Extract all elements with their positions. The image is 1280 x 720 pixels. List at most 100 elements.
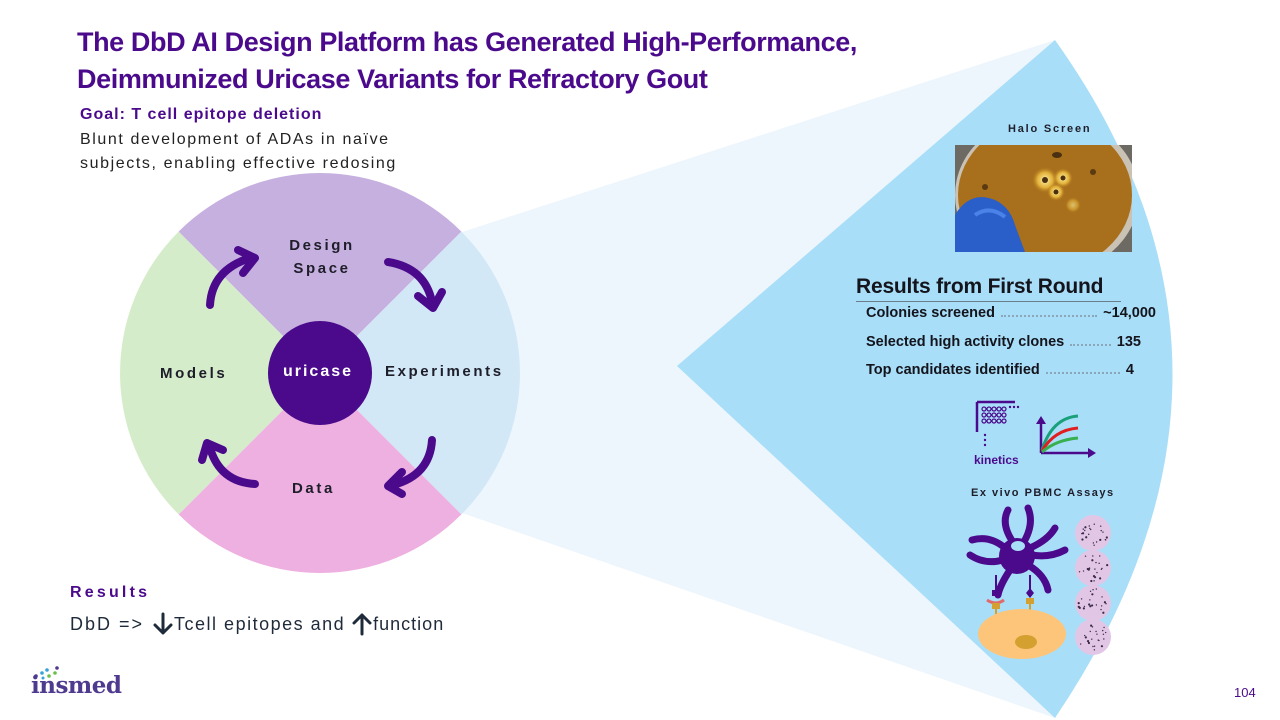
- elispot-spot: [1102, 633, 1105, 635]
- elispot-spot: [1092, 542, 1095, 544]
- elispot-spot: [1084, 555, 1087, 557]
- cycle-diagram: [120, 173, 520, 573]
- first-round-row: Top candidates identified 4: [866, 362, 1134, 378]
- elispot-wells-icon: [1075, 515, 1111, 655]
- elispot-spot: [1091, 638, 1093, 640]
- elispot-spot: [1102, 531, 1104, 533]
- row-label: Top candidates identified: [866, 362, 1040, 378]
- leader-dots: [1045, 372, 1120, 374]
- elispot-spot: [1088, 567, 1090, 569]
- elispot-spot: [1088, 525, 1090, 527]
- elispot-spot: [1095, 588, 1098, 590]
- elispot-spot: [1090, 624, 1093, 627]
- elispot-spot: [1086, 567, 1089, 571]
- halo-screen-label: Halo Screen: [1008, 123, 1092, 135]
- page-number: 104: [1234, 685, 1256, 700]
- elispot-spot: [1093, 649, 1096, 651]
- row-value: 135: [1116, 334, 1141, 350]
- elispot-spot: [1093, 580, 1095, 582]
- quadrant-experiments: [320, 231, 520, 515]
- elispot-spot: [1084, 529, 1086, 532]
- elispot-spot: [1082, 607, 1085, 610]
- elispot-spot: [1103, 638, 1105, 640]
- elispot-spot: [1098, 562, 1100, 565]
- elispot-spot: [1100, 645, 1104, 648]
- elispot-spot: [1089, 605, 1092, 608]
- elispot-spot: [1091, 604, 1094, 607]
- insmed-logo: insmed: [31, 672, 122, 699]
- arrow-design-to-experiments-icon: [384, 258, 446, 312]
- arrow-experiments-to-data-icon: [384, 436, 436, 498]
- insmed-logo-dots-icon: [34, 666, 59, 680]
- elispot-spot: [1098, 639, 1100, 642]
- elispot-spot: [1094, 568, 1096, 570]
- row-value: 4: [1125, 362, 1134, 378]
- title-line-2: Deimmunized Uricase Variants for Refract…: [77, 64, 708, 94]
- elispot-spot: [1095, 561, 1097, 564]
- t-cell-icon: [978, 598, 1066, 659]
- quadrant-models: [120, 231, 321, 515]
- elispot-spot: [1100, 605, 1103, 607]
- elispot-spot: [1093, 523, 1095, 525]
- elispot-spot: [1083, 605, 1086, 608]
- elispot-spot: [1099, 538, 1102, 541]
- kinetics-icon: [975, 400, 1096, 458]
- elispot-spot: [1093, 544, 1095, 546]
- elispot-spot: [1089, 590, 1092, 592]
- elispot-spot: [1082, 570, 1085, 572]
- elispot-spot: [1085, 536, 1088, 539]
- elispot-spot: [1081, 538, 1084, 541]
- elispot-spot: [1082, 528, 1084, 530]
- elispot-spot: [1078, 606, 1081, 609]
- halo-screen-photo: [955, 145, 1132, 252]
- leader-dots: [1070, 344, 1111, 346]
- center-circle: [268, 321, 372, 425]
- label-models: Models: [160, 365, 228, 382]
- elispot-spot: [1084, 526, 1087, 529]
- arrow-up-icon: [352, 613, 372, 636]
- elispot-spot: [1089, 630, 1091, 633]
- elispot-spot: [1105, 602, 1107, 605]
- results-middle: Tcell epitopes and: [174, 613, 346, 634]
- goal-line-2: subjects, enabling effective redosing: [80, 155, 397, 172]
- elispot-spot: [1106, 564, 1109, 567]
- elispot-well: [1075, 585, 1111, 621]
- title-line-1: The DbD AI Design Platform has Generated…: [77, 27, 857, 57]
- elispot-spot: [1099, 525, 1102, 527]
- row-label: Colonies screened: [866, 305, 995, 321]
- elispot-spot: [1091, 559, 1094, 562]
- elispot-spot: [1091, 593, 1094, 596]
- elispot-spot: [1079, 643, 1082, 645]
- elispot-spot: [1096, 633, 1098, 635]
- elispot-spot: [1089, 527, 1091, 530]
- elispot-spot: [1091, 626, 1094, 628]
- label-uricase: uricase: [282, 363, 354, 380]
- elispot-spot: [1084, 634, 1086, 637]
- label-experiments: Experiments: [385, 363, 504, 380]
- elispot-spot: [1105, 536, 1108, 539]
- elispot-spot: [1096, 571, 1098, 574]
- results-heading: Results: [70, 584, 151, 601]
- goal-heading: Goal: T cell epitope deletion: [80, 106, 323, 123]
- elispot-spot: [1100, 529, 1102, 532]
- first-round-title: Results from First Round: [856, 275, 1104, 298]
- page-title: The DbD AI Design Platform has Generated…: [77, 24, 977, 98]
- elispot-spot: [1090, 579, 1093, 583]
- elispot-spot: [1100, 608, 1102, 611]
- results-summary: DbD => Tcell epitopes and function: [70, 612, 444, 636]
- first-round-divider: [856, 301, 1121, 302]
- elispot-spot: [1098, 555, 1101, 557]
- arrow-models-to-design-icon: [206, 246, 259, 309]
- first-round-row: Selected high activity clones 135: [866, 334, 1141, 350]
- row-value: ~14,000: [1103, 305, 1156, 321]
- dendritic-cell-icon: [966, 504, 1069, 599]
- elispot-spot: [1080, 598, 1083, 600]
- elispot-spot: [1092, 555, 1094, 557]
- elispot-spot: [1088, 603, 1091, 606]
- elispot-spot: [1092, 645, 1094, 648]
- leader-dots: [1000, 315, 1098, 317]
- elispot-spot: [1095, 541, 1098, 543]
- elispot-spot: [1089, 599, 1091, 601]
- elispot-spot: [1087, 641, 1091, 645]
- label-design-space: Design Space: [270, 234, 374, 280]
